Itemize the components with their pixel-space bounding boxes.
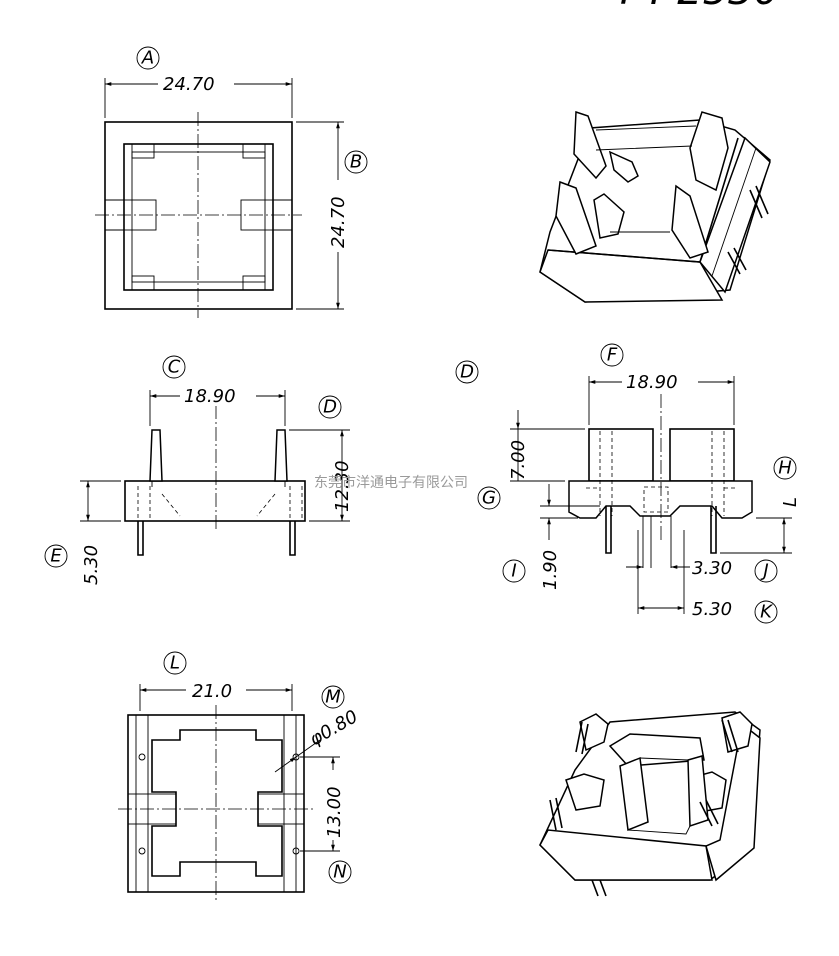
dim-top-height-value: 7.00 — [508, 440, 529, 480]
dim-f-value: 18.90 — [626, 372, 678, 393]
isometric-view-top — [539, 110, 771, 303]
svg-text:L: L — [170, 653, 180, 674]
bubble-a: A — [136, 46, 160, 70]
dim-j-value: 3.30 — [692, 558, 732, 579]
bubble-n: N — [328, 860, 352, 884]
top-view: 24.70 24.70 — [95, 72, 349, 318]
isometric-view-bottom — [539, 711, 761, 897]
bubble-c: C — [162, 355, 186, 379]
svg-text:B: B — [350, 152, 362, 173]
svg-text:J: J — [760, 561, 768, 582]
svg-text:I: I — [511, 561, 516, 582]
bubble-b: B — [344, 150, 368, 174]
svg-text:H: H — [778, 458, 792, 479]
dim-c-value: 18.90 — [184, 386, 236, 407]
watermark-text: 东莞市洋通电子有限公司 — [314, 474, 468, 491]
bubble-k: K — [754, 600, 778, 624]
side-view: 18.90 12.30 5.30 — [80, 384, 353, 585]
bubble-g: G — [477, 486, 501, 510]
bubble-h: H — [773, 456, 797, 480]
svg-text:E: E — [50, 546, 62, 567]
svg-text:D: D — [460, 362, 474, 383]
dim-a-value: 24.70 — [163, 74, 215, 95]
svg-text:F: F — [607, 345, 618, 366]
dim-i-value: 1.90 — [540, 550, 561, 590]
svg-text:A: A — [141, 48, 154, 69]
svg-text:M: M — [325, 687, 341, 708]
bubble-d-side: D — [318, 395, 342, 419]
svg-text:K: K — [760, 602, 773, 623]
bubble-j: J — [754, 559, 778, 583]
bubble-f: F — [600, 343, 624, 367]
dim-d-value: 12.30 — [332, 460, 353, 512]
dim-pin-length-label: L — [780, 497, 801, 507]
bubble-l: L — [163, 651, 187, 675]
bubble-d-front: D — [455, 360, 479, 384]
dim-l-value: 21.0 — [192, 681, 232, 702]
bubble-i: I — [502, 559, 526, 583]
svg-text:D: D — [323, 397, 337, 418]
front-view: 18.90 7.00 1.90 L 3.30 5.30 — [508, 370, 801, 620]
dim-b-value: 24.70 — [328, 196, 349, 248]
svg-text:C: C — [168, 357, 181, 378]
bottom-view: 21.0 φ0.80 13.00 — [118, 680, 361, 900]
dim-k-value: 5.30 — [692, 599, 732, 620]
svg-text:G: G — [482, 488, 496, 509]
dim-n-value: 13.00 — [324, 786, 345, 838]
svg-text:N: N — [333, 862, 346, 883]
dim-e-value: 5.30 — [81, 545, 102, 585]
header-text: PT-2530 — [620, 0, 779, 14]
bubble-m: M — [321, 685, 345, 709]
bubble-e: E — [44, 544, 68, 568]
dim-m-value: φ0.80 — [306, 706, 361, 750]
